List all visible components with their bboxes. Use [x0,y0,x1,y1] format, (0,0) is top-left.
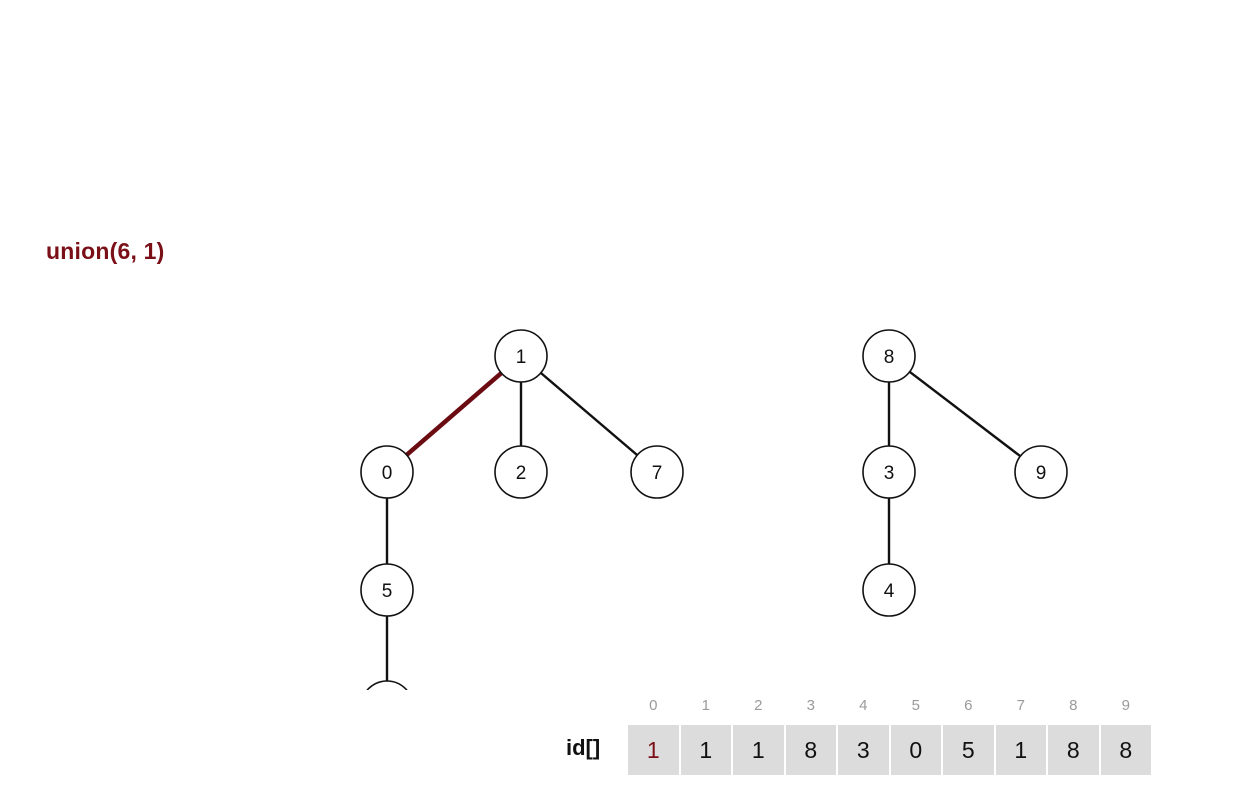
tree-node-0: 0 [360,445,414,499]
tree-node-1: 1 [494,329,548,383]
tree-node-5: 5 [360,563,414,617]
array-cell: 8 [1100,725,1151,775]
tree-node-9: 9 [1014,445,1068,499]
tree-node-6: 6 [366,680,408,690]
tree-node-7: 7 [630,445,684,499]
node-label: 7 [652,463,663,484]
array-cell: 1 [628,725,679,775]
array-cell: 3 [838,725,889,775]
node-label: 2 [516,463,527,484]
array-index: 4 [859,697,868,714]
array-index: 8 [1069,697,1078,714]
array-cell: 5 [943,725,994,775]
node-circle [360,445,414,499]
tree-node-8: 8 [862,329,916,383]
node-label: 9 [1036,463,1047,484]
node-label: 4 [884,581,895,602]
edges-layer [385,370,1022,681]
node-circle [862,445,916,499]
edge-8-9 [908,370,1022,458]
tree-node-2: 2 [494,445,548,499]
tree-node-4: 4 [862,563,916,617]
node-circle [862,329,916,383]
node-circle [494,445,548,499]
node-circle [366,680,408,690]
node-circle [360,563,414,617]
array-index: 5 [911,697,920,714]
array-index: 9 [1121,697,1130,714]
array-cell: 1 [733,725,784,775]
tree-diagram: 1 0 2 7 5 6 8 3 9 4 [360,329,1068,690]
array-cell: 8 [1048,725,1099,775]
array-cell: 1 [680,725,731,775]
node-circle [1014,445,1068,499]
edge-1-0 [405,371,503,457]
array-index-row: 0 1 2 3 4 5 6 7 8 9 [628,697,1151,714]
array-cell: 1 [995,725,1046,775]
id-array: 1 1 1 8 3 0 5 1 8 8 [628,725,1151,775]
node-label: 5 [382,581,393,602]
operation-label: union(6, 1) [46,238,165,264]
node-circle [862,563,916,617]
node-label: 1 [516,347,527,368]
node-label: 3 [884,463,895,484]
array-index: 0 [649,697,658,714]
node-circle [630,445,684,499]
nodes-layer: 1 0 2 7 5 6 8 3 9 4 [360,329,1068,690]
array-index: 2 [754,697,763,714]
tree-node-3: 3 [862,445,916,499]
node-label: 0 [382,463,393,484]
array-label: id[] [566,735,601,760]
edge-1-7 [540,371,638,457]
array-index: 1 [701,697,710,714]
array-index: 6 [964,697,973,714]
array-cell: 0 [890,725,941,775]
array-cell: 8 [785,725,836,775]
node-circle [494,329,548,383]
node-label: 8 [884,347,895,368]
array-index: 7 [1016,697,1025,714]
array-index: 3 [806,697,815,714]
